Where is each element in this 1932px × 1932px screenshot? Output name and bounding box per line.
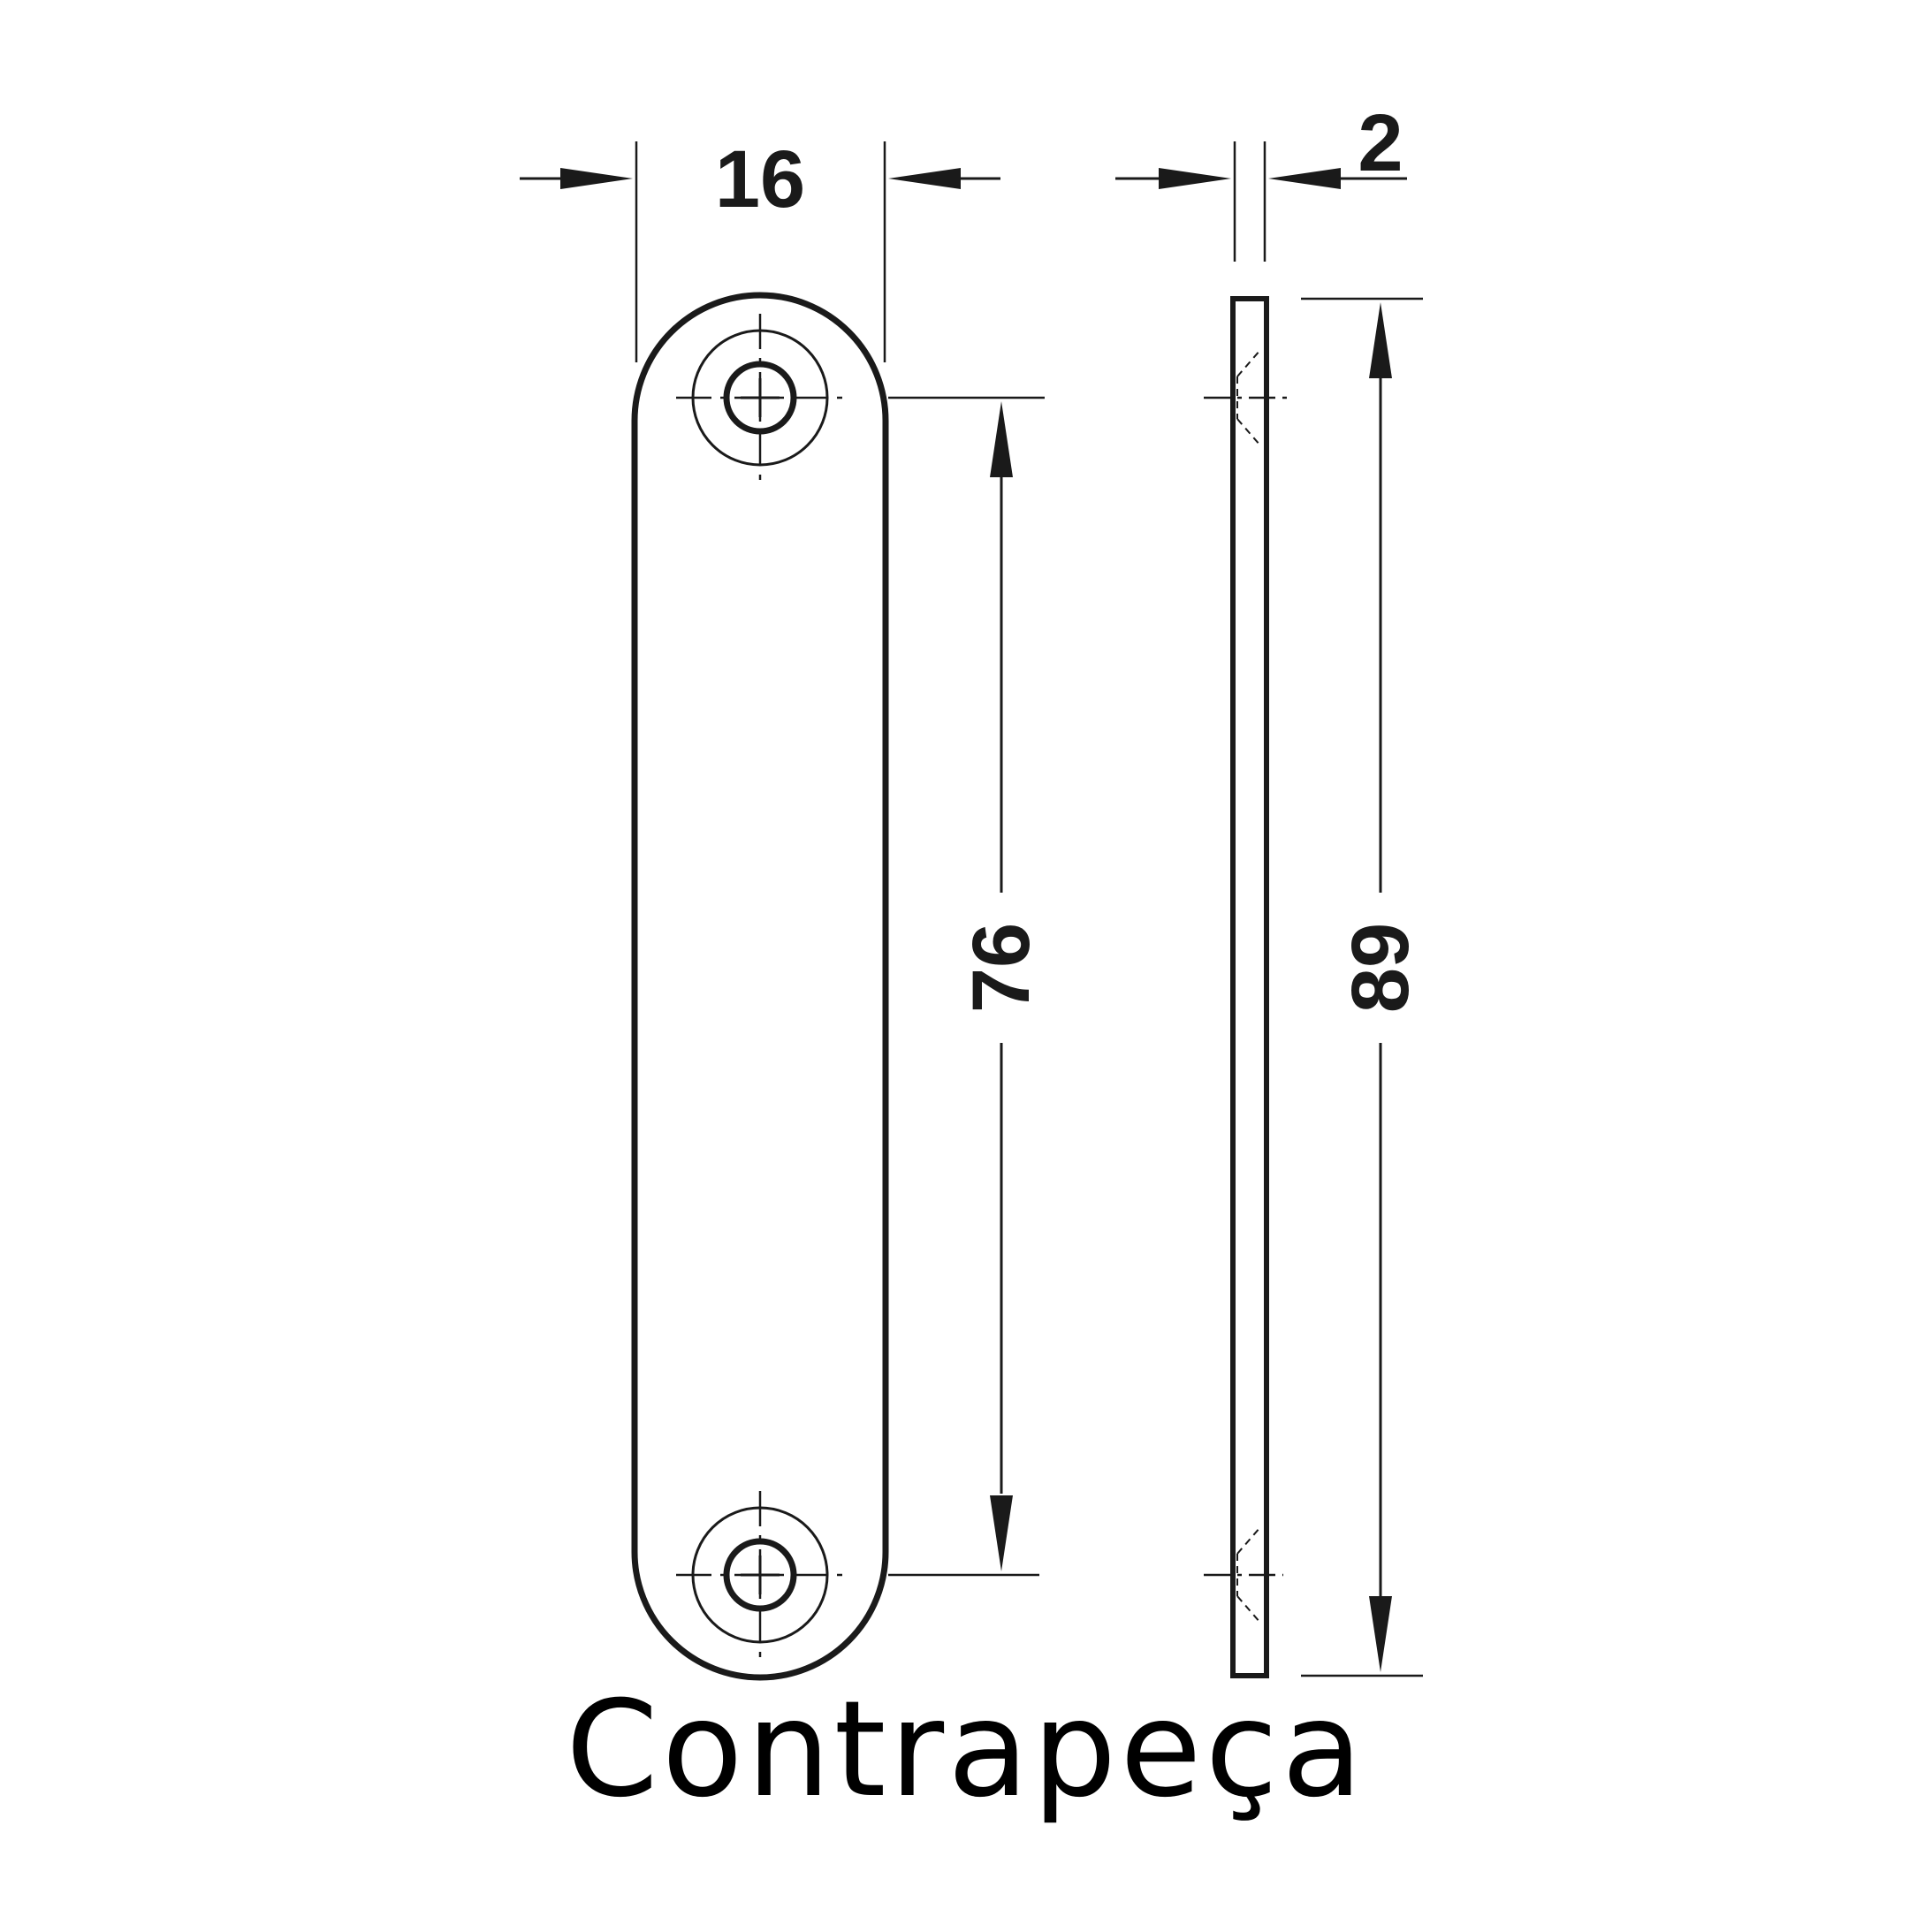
length-dimension: 89 — [1301, 297, 1426, 1677]
plate-profile — [1230, 296, 1269, 1678]
bottom-countersink — [1204, 1526, 1283, 1624]
side-view — [1204, 296, 1292, 1678]
thickness-value: 2 — [1358, 98, 1403, 188]
width-value: 16 — [715, 134, 805, 224]
plate-outline — [631, 292, 889, 1681]
length-value: 89 — [1335, 923, 1426, 1013]
top-screw-hole — [676, 314, 844, 482]
width-dimension: 16 — [520, 134, 1000, 362]
hole-spacing-value: 76 — [956, 923, 1046, 1013]
thickness-dimension: 2 — [1115, 98, 1407, 262]
caption: Contrapeça — [566, 1673, 1366, 1827]
bottom-screw-hole — [676, 1491, 844, 1659]
top-countersink — [1204, 349, 1292, 446]
front-view — [631, 292, 889, 1681]
hole-spacing-dimension: 76 — [888, 396, 1046, 1577]
